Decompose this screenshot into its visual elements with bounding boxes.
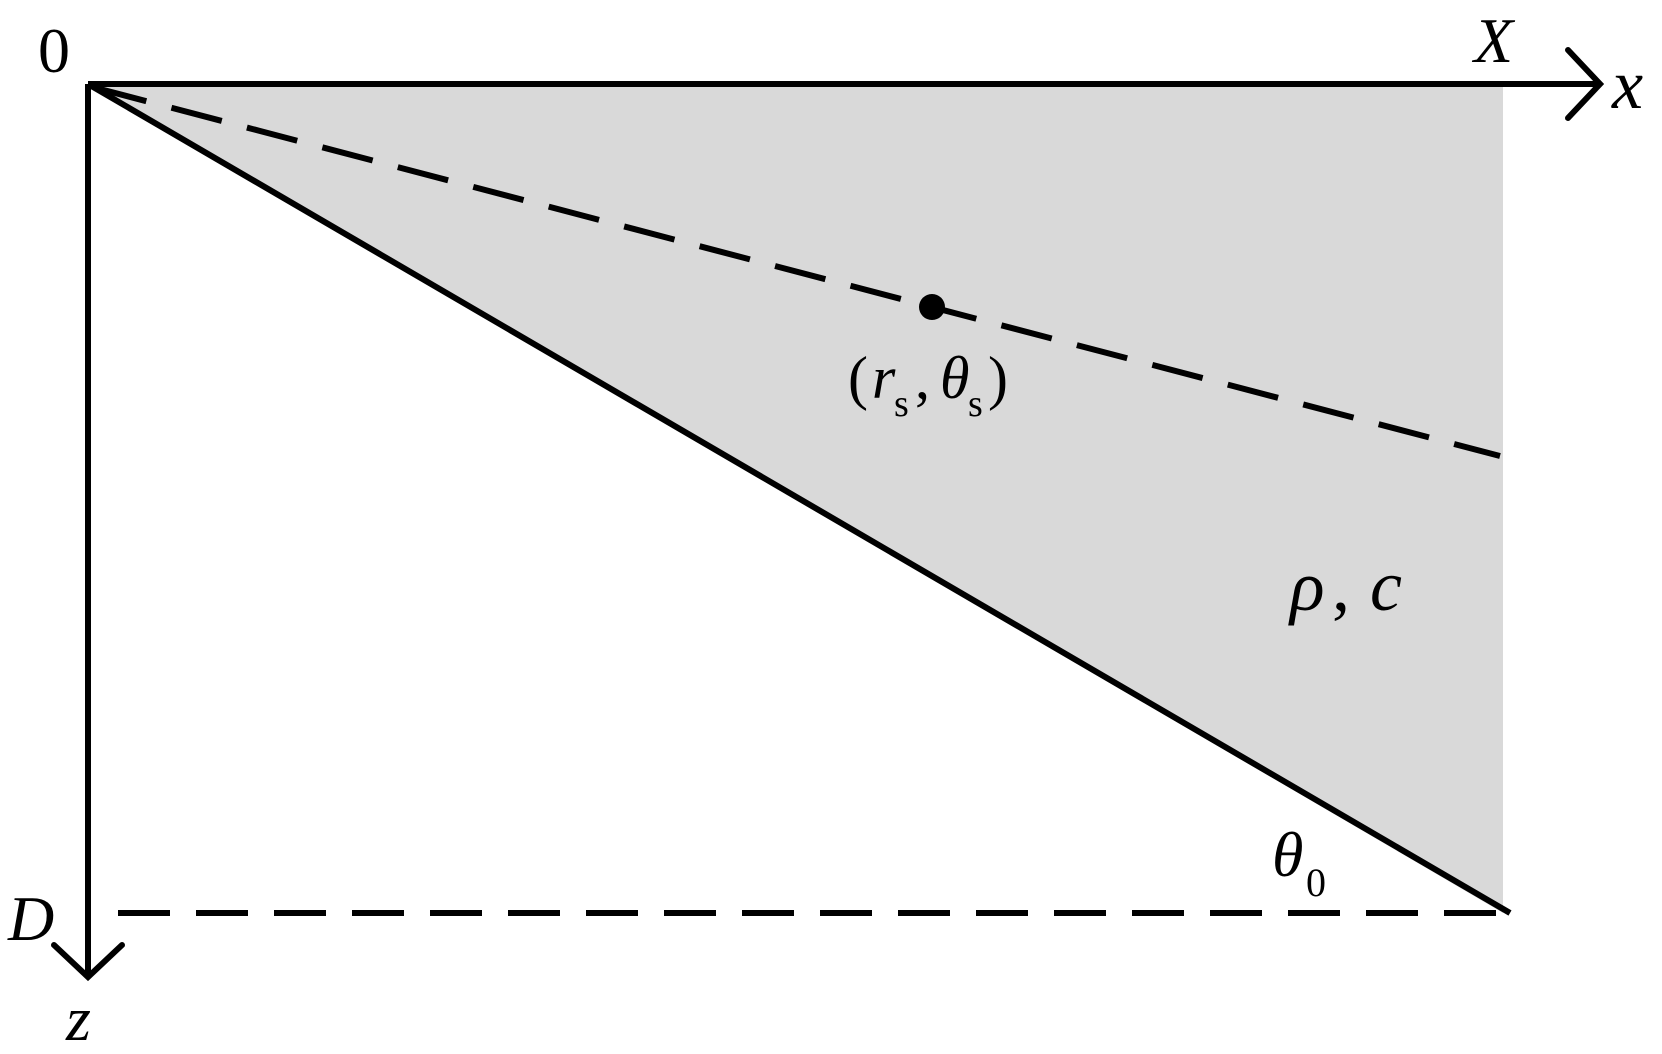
source-point [919,294,945,320]
angle-subscript: 0 [1306,860,1326,905]
z-axis-arrowhead [51,942,125,982]
sloped-boundary-line [86,81,1512,916]
source-coordinate-label: ( r s , θ s ) [848,345,1008,425]
medium-c-symbol: c [1370,546,1402,626]
medium-comma: , [1332,546,1350,626]
source-r-symbol: r [872,345,896,411]
source-ray-dashed-line [95,85,1501,459]
source-theta-subscript: s [968,383,983,425]
x-end-label: X [1471,5,1516,76]
source-r-subscript: s [894,383,909,425]
x-axis-arrowhead [1565,47,1605,121]
medium-properties-label: ρ , c [1288,546,1402,626]
z-axis-label: z [65,983,91,1054]
angle-theta-symbol: θ [1272,819,1303,890]
source-comma: , [915,345,930,411]
depth-label: D [7,883,54,954]
origin-label: 0 [38,15,70,86]
source-open-paren: ( [848,345,868,411]
medium-rho-symbol: ρ [1288,546,1325,626]
source-theta-symbol: θ [940,345,969,411]
wedge-angle-label: θ 0 [1272,819,1326,905]
source-close-paren: ) [988,345,1008,411]
x-axis-label: x [1611,47,1643,124]
